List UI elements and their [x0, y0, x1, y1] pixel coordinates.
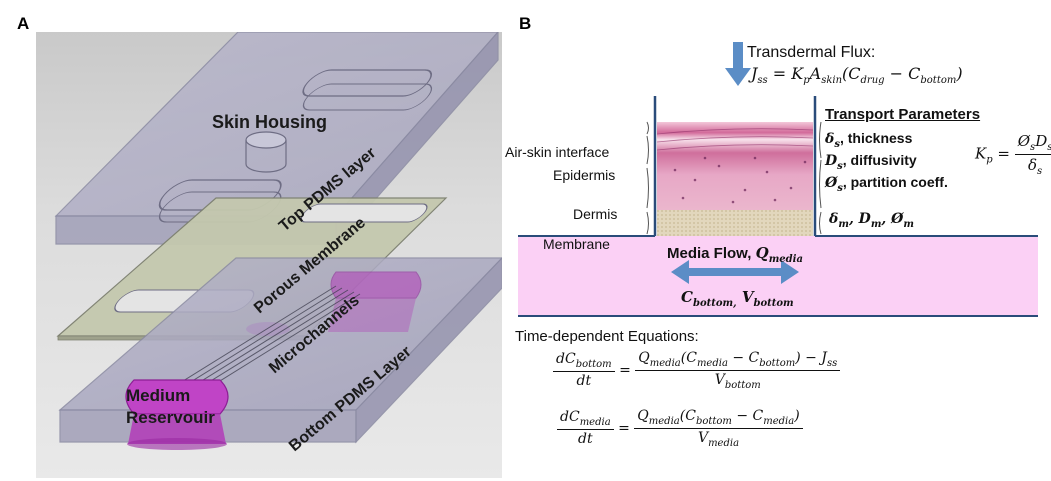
flux-arrow: [725, 42, 751, 86]
label-air-skin: Air-skin interface: [505, 144, 610, 160]
device-layers-drawing: [54, 32, 502, 450]
panel-a-letter: A: [17, 14, 30, 33]
model-schematic: [518, 42, 1038, 317]
media-flow-label: Media Flow, Qmedia: [667, 244, 803, 265]
device-exploded-render: Skin Housing Top PDMS layer Porous Membr…: [36, 32, 502, 478]
time-dependent-title: Time-dependent Equations:: [515, 328, 699, 345]
membrane-strip: [657, 210, 813, 236]
label-medium-2: Reservouir: [126, 408, 215, 427]
tissue-texture: [656, 128, 814, 151]
medium-reservoir: [125, 379, 229, 450]
skin-well-cylinder: [245, 131, 287, 173]
flux-equation: Jss = KpAskin(Cdrug − Cbottom): [751, 64, 963, 87]
transdermal-flux-title: Transdermal Flux:: [747, 44, 876, 61]
label-medium-1: Medium: [126, 386, 191, 405]
label-membrane: Membrane: [543, 236, 610, 252]
panel-b-letter: B: [519, 14, 532, 33]
transport-parameters-title: Transport Parameters: [825, 106, 981, 123]
param-thickness: δs, thickness: [825, 130, 913, 150]
transport-model-panel: Transdermal Flux: Jss = KpAskin(Cdrug − …: [505, 30, 1051, 480]
label-skin-housing: Skin Housing: [212, 112, 328, 132]
param-partition: Øs, partition coeff.: [825, 174, 948, 194]
top-slot-back: [302, 69, 433, 111]
skin-tissue: [657, 122, 813, 210]
layer-brackets: [646, 121, 822, 235]
bottom-pdms-layer: [58, 257, 502, 450]
label-dermis: Dermis: [573, 206, 618, 222]
tissue-nuclei: [673, 156, 807, 204]
bottom-concentration-label: Cbottom, Vbottom: [681, 288, 794, 309]
kp-equation: Kp = ØsDsδs: [975, 132, 1051, 177]
media-flow-arrow: [671, 260, 799, 284]
membrane-params: δm, Dm, Øm: [829, 211, 914, 230]
param-diffusivity: Ds, diffusivity: [825, 152, 917, 172]
label-epidermis: Epidermis: [553, 167, 616, 183]
back-reservoir: [328, 271, 422, 332]
